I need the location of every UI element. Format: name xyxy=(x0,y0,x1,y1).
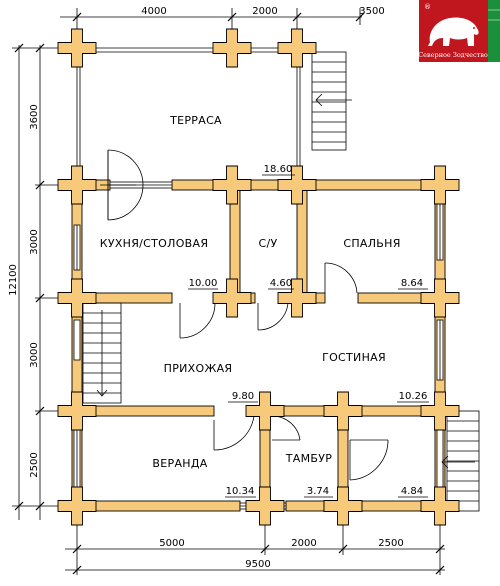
dimension-lines xyxy=(12,8,445,575)
dim-left-4: 2500 xyxy=(29,452,40,477)
terrace-stairs xyxy=(311,51,352,151)
dim-bottom-2: 2000 xyxy=(291,538,316,549)
room-bedroom-area: 8.64 xyxy=(401,278,423,289)
log-cross xyxy=(57,391,97,431)
log-cross xyxy=(323,391,363,431)
log-cross xyxy=(245,486,285,526)
room-bathroom-area: 4.60 xyxy=(270,278,292,289)
room-terrace-area: 18.60 xyxy=(264,164,293,175)
log-cross xyxy=(420,391,460,431)
room-bathroom-name: С/У xyxy=(259,237,278,250)
dim-top-3: 3500 xyxy=(359,6,384,17)
log-cross xyxy=(57,28,97,68)
log-cross xyxy=(245,391,285,431)
registered-mark: ® xyxy=(424,3,431,11)
dim-top-2: 2000 xyxy=(252,6,277,17)
log-cross xyxy=(277,165,317,205)
room-veranda-name: ВЕРАНДА xyxy=(152,457,207,470)
dim-bottom-3: 2500 xyxy=(378,538,403,549)
room-veranda-area: 10.34 xyxy=(226,486,255,497)
log-cross xyxy=(212,165,252,205)
terrace-outline xyxy=(76,46,301,175)
bear-icon xyxy=(428,17,479,46)
log-cross xyxy=(212,28,252,68)
dim-left-1: 3600 xyxy=(29,104,40,129)
room-kitchen-area: 10.00 xyxy=(189,278,218,289)
dim-bottom-total: 9500 xyxy=(245,559,270,570)
log-cross xyxy=(277,278,317,318)
log-cross xyxy=(212,278,252,318)
room-hall-name: ПРИХОЖАЯ xyxy=(164,362,233,375)
room-bedroom-name: СПАЛЬНЯ xyxy=(343,237,400,250)
dim-bottom-1: 5000 xyxy=(159,538,184,549)
logo-caption: Северное Зодчество xyxy=(418,51,488,59)
log-junctions xyxy=(57,28,460,526)
room-entry-area: 4.84 xyxy=(401,486,423,497)
room-living-name: ГОСТИНАЯ xyxy=(322,351,386,364)
room-hall-area: 9.80 xyxy=(232,391,254,402)
dim-top-1: 4000 xyxy=(141,6,166,17)
room-living-area: 10.26 xyxy=(399,391,428,402)
dim-left-3: 3000 xyxy=(29,342,40,367)
windows xyxy=(73,181,444,510)
log-cross xyxy=(420,486,460,526)
room-vestibule-name: ТАМБУР xyxy=(285,452,332,465)
dim-left-total: 12100 xyxy=(8,264,19,296)
walls xyxy=(71,179,446,517)
doors xyxy=(100,149,389,481)
log-cross xyxy=(323,486,363,526)
hall-stairs xyxy=(82,302,122,404)
log-cross xyxy=(420,165,460,205)
log-cross xyxy=(277,28,317,68)
dim-left-2: 3000 xyxy=(29,229,40,254)
right-stairs xyxy=(441,410,480,512)
log-cross xyxy=(57,278,97,318)
brand-logo: Северное Зодчество ® xyxy=(418,0,500,62)
room-terrace-name: ТЕРРАСА xyxy=(169,114,222,127)
log-cross xyxy=(57,165,97,205)
room-vestibule-area: 3.74 xyxy=(307,486,329,497)
log-cross xyxy=(420,278,460,318)
room-kitchen-name: КУХНЯ/СТОЛОВАЯ xyxy=(100,237,209,250)
log-cross xyxy=(57,486,97,526)
